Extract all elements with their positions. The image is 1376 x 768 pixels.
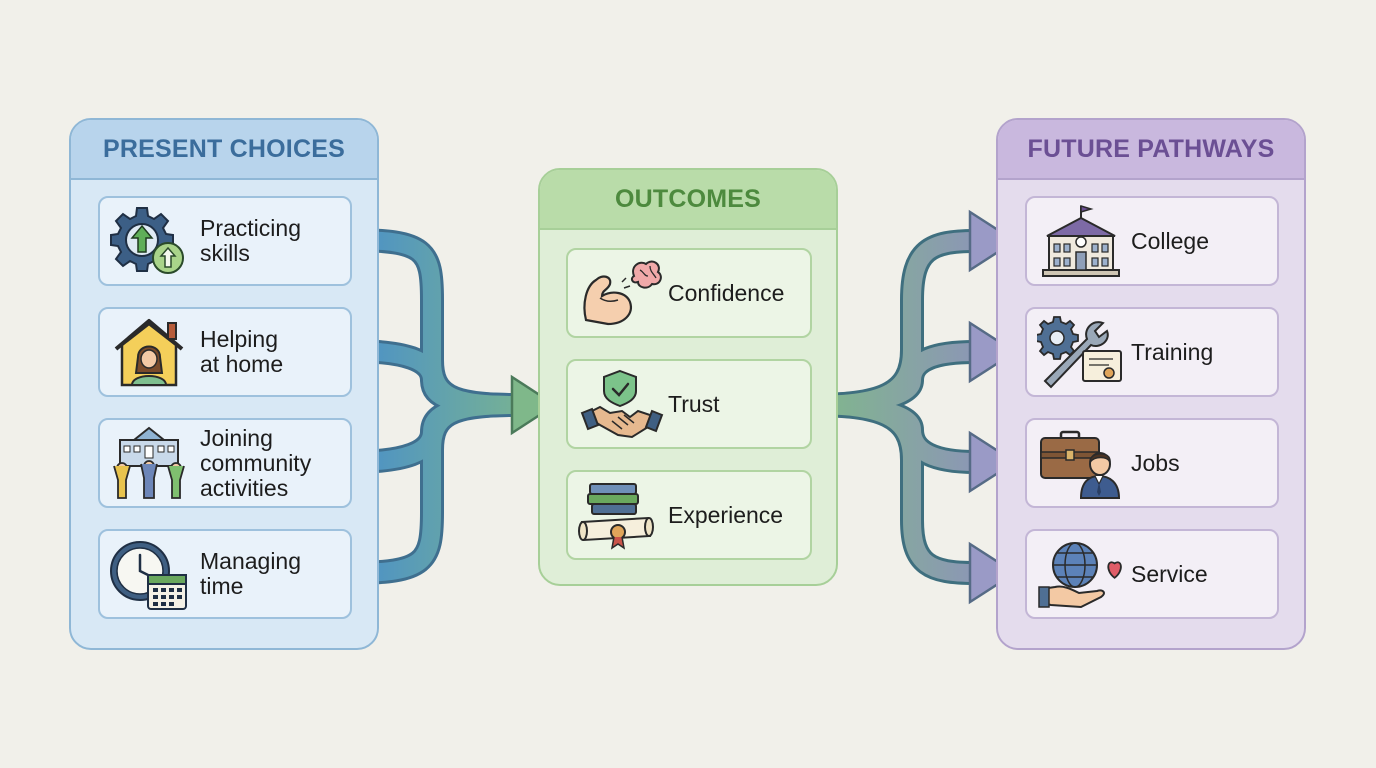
briefcase-worker-icon [1040,430,1121,499]
choice-helping-at-home: Helping at home [98,307,352,397]
outcome-trust: Trust [566,359,812,449]
clock-calendar-icon [110,541,187,610]
pathway-service: Service [1025,529,1279,619]
handshake-shield-icon [580,369,664,439]
muscle-brain-icon [583,260,662,326]
college-building-icon [1042,204,1120,277]
pathway-label: College [1131,227,1209,254]
choice-label: Joining community activities [200,424,312,501]
present-to-outcomes-arrows [349,228,516,585]
choice-label: Managing time [200,548,302,599]
outcome-label: Confidence [668,279,785,306]
pathway-label: Jobs [1131,449,1180,476]
globe-heart-hand-icon [1038,542,1122,609]
future-pathways-panel: FUTURE PATHWAYS College [996,118,1306,650]
choice-practicing-skills: Practicing skills [98,196,352,286]
books-diploma-icon [578,483,654,550]
outcomes-title: OUTCOMES [540,170,836,230]
future-pathways-title: FUTURE PATHWAYS [998,120,1304,180]
choice-label: Practicing skills [200,215,301,266]
left-arrow-head [510,374,558,436]
pathway-jobs: Jobs [1025,418,1279,508]
pathway-training: Training [1025,307,1279,397]
house-person-icon [114,319,184,387]
right-arrow-heads [968,209,1018,605]
outcomes-to-future-arrows [809,229,976,585]
gear-arrow-icon [110,207,184,274]
pathway-label: Training [1131,338,1214,365]
choice-joining-community-activities: Joining community activities [98,418,352,508]
outcome-experience: Experience [566,470,812,560]
community-people-icon [113,426,185,499]
present-choices-panel: PRESENT CHOICES Practicing skills Helpin… [69,118,379,650]
outcomes-panel: OUTCOMES Confidence Trust [538,168,838,586]
pathway-label: Service [1131,560,1208,587]
outcome-label: Experience [668,501,784,528]
tools-certificate-icon [1037,316,1122,389]
outcome-label: Trust [668,390,720,417]
choice-managing-time: Managing time [98,529,352,619]
outcome-confidence: Confidence [566,248,812,338]
choice-label: Helping at home [200,326,284,377]
pathway-college: College [1025,196,1279,286]
present-choices-title: PRESENT CHOICES [71,120,377,180]
